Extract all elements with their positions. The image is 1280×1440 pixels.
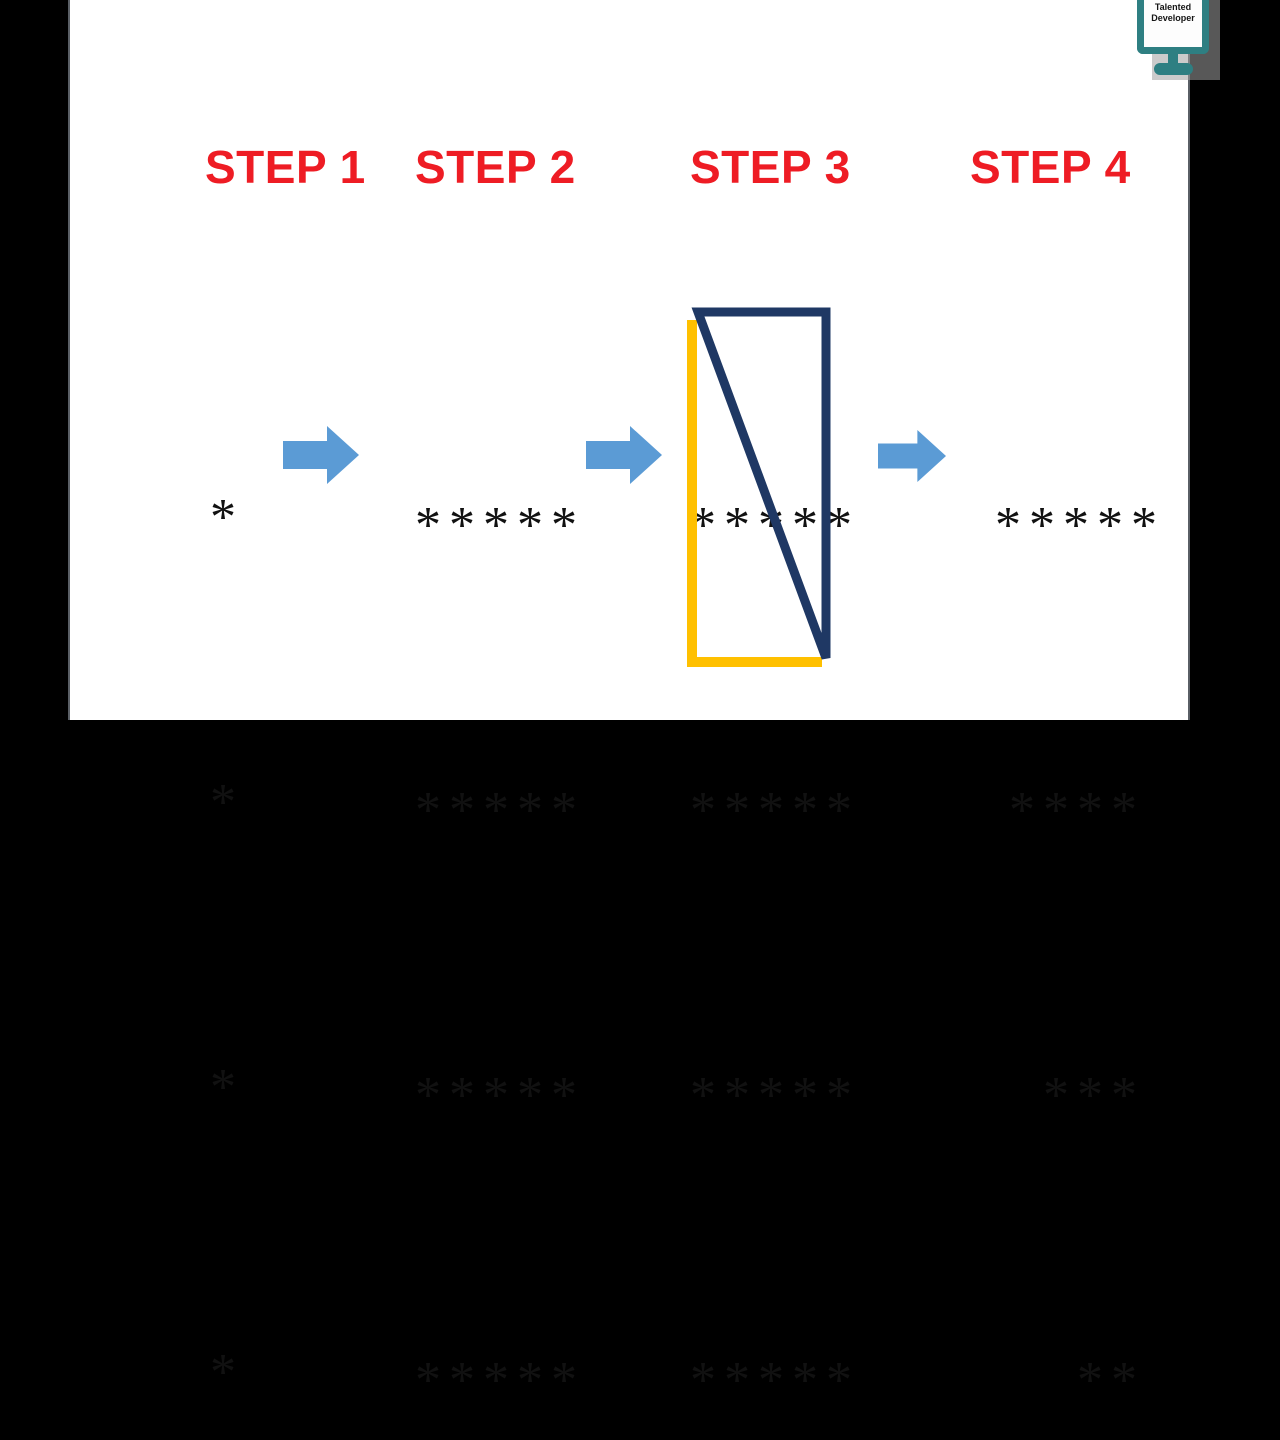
step-1-title: STEP 1 [205,141,366,193]
pattern-row: * [210,774,244,831]
letterbox-right-edge [1188,0,1190,720]
pattern-row: ***** [690,782,860,839]
step-3-overlay [687,307,831,667]
pattern-row: * [210,1344,244,1401]
pattern-row: ***** [415,1067,585,1124]
pattern-row: ***** [415,497,585,554]
pattern-row: * [210,1059,244,1116]
pattern-row: * [210,489,244,546]
arrow-step2-to-step3-icon [586,426,662,484]
pattern-row: ***** [690,1352,860,1409]
monitor-base-icon [1154,63,1193,75]
slide-stage: STEP 1 STEP 2 STEP 3 STEP 4 * * * * * **… [0,0,1280,1409]
l-shape-highlight [687,320,822,667]
step-4-title: STEP 4 [970,141,1131,193]
letterbox-left [0,0,68,720]
step-4-pattern: ***** **** *** ** * [995,288,1165,1440]
pattern-row: *** [1043,1067,1145,1124]
pattern-row: ***** [995,497,1165,554]
pattern-row: ** [1077,1352,1145,1409]
arrow-step1-to-step2-icon [283,426,359,484]
letterbox-left-edge [68,0,70,720]
step-2-pattern: ***** ***** ***** ***** ***** [415,288,585,1440]
monitor-neck-icon [1168,54,1178,66]
triangle-highlight [691,307,831,660]
slide-canvas: STEP 1 STEP 2 STEP 3 STEP 4 * * * * * **… [70,0,1220,1409]
step-2-title: STEP 2 [415,141,576,193]
pattern-row: ***** [415,782,585,839]
arrow-step3-to-step4-icon [878,430,946,482]
pattern-row: ***** [690,1067,860,1124]
step-3-title: STEP 3 [690,141,851,193]
pattern-row: ***** [415,1352,585,1409]
pattern-row: **** [1009,782,1145,839]
letterbox-right [1190,0,1280,720]
